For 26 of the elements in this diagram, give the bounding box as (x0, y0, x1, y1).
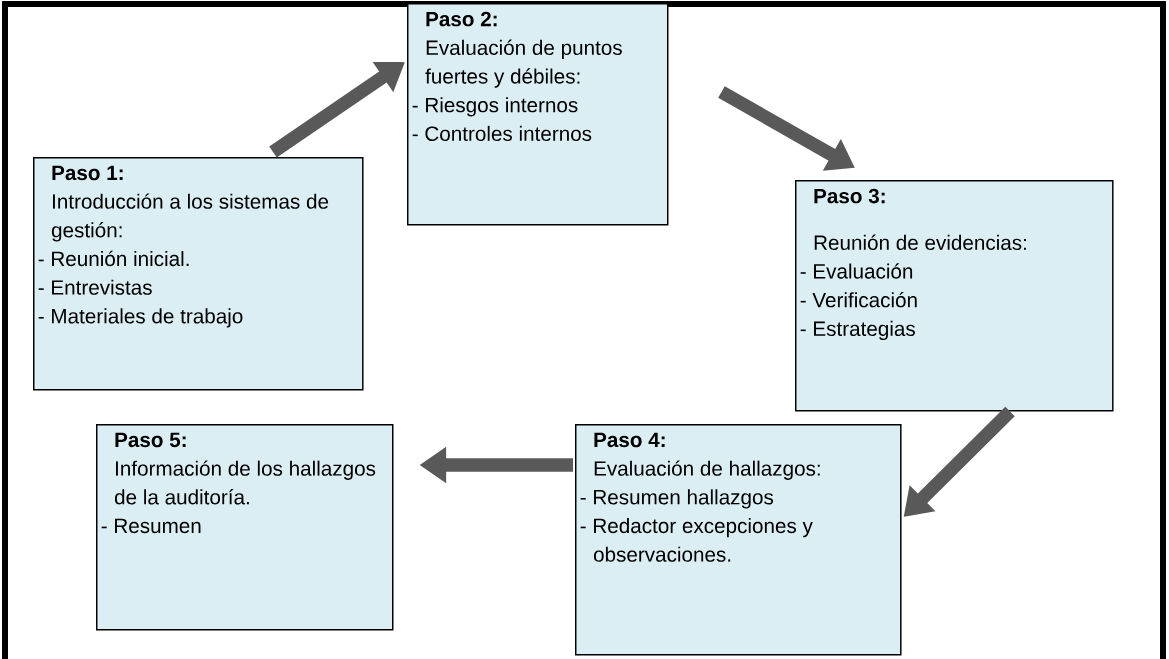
list-item: - Materiales de trabajo (38, 308, 243, 328)
list-item: - Redactor excepciones y observaciones. (580, 517, 813, 562)
step-description: Reunión de evidencias: (814, 234, 1026, 251)
step-title: Paso 3: (814, 188, 885, 204)
list-item: - Evaluación (800, 263, 913, 279)
step-title: Paso 2: (426, 11, 497, 27)
step-title: Paso 5: (115, 432, 186, 448)
list-item: - Entrevistas (38, 279, 152, 295)
step-box (795, 180, 1114, 412)
step-box (575, 424, 902, 656)
step-description: Evaluación de puntos fuertes y débiles: (425, 39, 622, 88)
list-item: - Resumen (101, 518, 201, 534)
step-description: Información de los hallazgos de la auditoría. (114, 460, 376, 505)
list-item: - Estrategias (800, 320, 915, 341)
step-box (96, 424, 394, 631)
step-box (407, 3, 669, 226)
list-item: - Riesgos internos (412, 97, 578, 117)
step-description: Evaluación de hallazgos: (594, 460, 820, 480)
step-title: Paso 1: (52, 165, 123, 181)
step-box (33, 157, 364, 391)
step-title: Paso 4: (594, 432, 665, 448)
list-item: - Reunión inicial. (38, 250, 189, 267)
list-item: - Resumen hallazgos (580, 489, 774, 509)
list-item: - Verificación (800, 291, 917, 308)
list-item: - Controles internos (412, 125, 592, 142)
step-description: Introducción a los sistemas de gestión: (51, 193, 329, 242)
